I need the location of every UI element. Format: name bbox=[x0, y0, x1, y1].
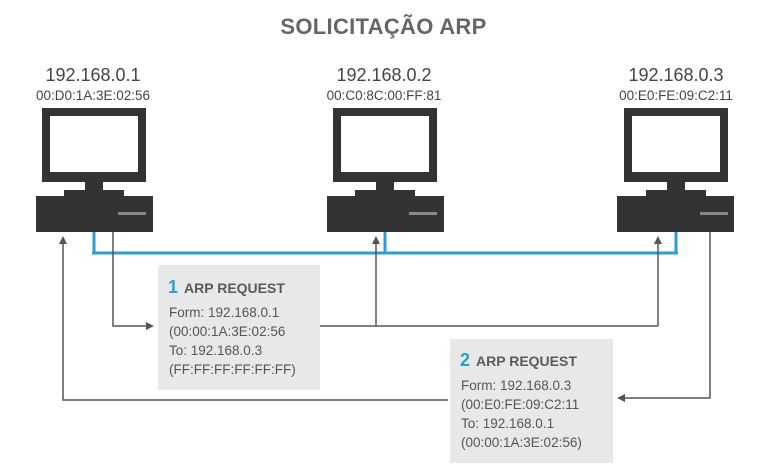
arp-request-1-label: ARP REQUEST bbox=[184, 280, 285, 296]
host-1-mac: 00:D0:1A:3E:02:56 bbox=[35, 88, 151, 103]
request-2-arrows bbox=[59, 232, 711, 402]
host-2-ip: 192.168.0.2 bbox=[336, 65, 432, 85]
host-3-mac: 00:E0:FE:09:C2:11 bbox=[619, 88, 733, 103]
arp-request-2-number: 2 bbox=[460, 350, 471, 370]
arp-request-1-line-2: (00:00:1A:3E:02:56 bbox=[169, 324, 286, 339]
network-bus bbox=[92, 232, 678, 255]
arp-request-1-line-3: To: 192.168.0.3 bbox=[169, 343, 263, 358]
host-3-ip: 192.168.0.3 bbox=[628, 65, 724, 85]
arp-request-1-number: 1 bbox=[168, 277, 179, 297]
arp-request-2-title: 2 ARP REQUEST bbox=[460, 350, 577, 371]
arp-request-1-box: 1 ARP REQUEST Form: 192.168.0.1 (00:00:1A… bbox=[158, 265, 320, 390]
diagram-title: SOLICITAÇÃO ARP bbox=[280, 14, 487, 39]
arp-request-2-line-4: (00:00:1A:3E:02:56) bbox=[461, 435, 582, 450]
arp-request-2-line-1: Form: 192.168.0.3 bbox=[461, 378, 572, 393]
computer-1-icon bbox=[36, 108, 153, 232]
computer-3-icon bbox=[617, 108, 734, 232]
arp-request-1-line-1: Form: 192.168.0.1 bbox=[169, 305, 280, 320]
computer-2-icon bbox=[327, 108, 444, 232]
request-1-arrows bbox=[112, 232, 662, 330]
arp-request-2-box: 2 ARP REQUEST Form: 192.168.0.3 (00:E0:FE… bbox=[450, 339, 613, 463]
host-2-mac: 00:C0:8C:00:FF:81 bbox=[326, 88, 442, 103]
arp-request-2-label: ARP REQUEST bbox=[476, 353, 577, 369]
arp-request-2-line-3: To: 192.168.0.1 bbox=[461, 416, 555, 431]
arp-request-1-title: 1 ARP REQUEST bbox=[168, 277, 285, 298]
arp-request-1-line-4: (FF:FF:FF:FF:FF:FF) bbox=[169, 362, 296, 377]
host-1-ip: 192.168.0.1 bbox=[45, 65, 141, 85]
arp-request-2-line-2: (00:E0:FE:09:C2:11 bbox=[461, 397, 580, 412]
